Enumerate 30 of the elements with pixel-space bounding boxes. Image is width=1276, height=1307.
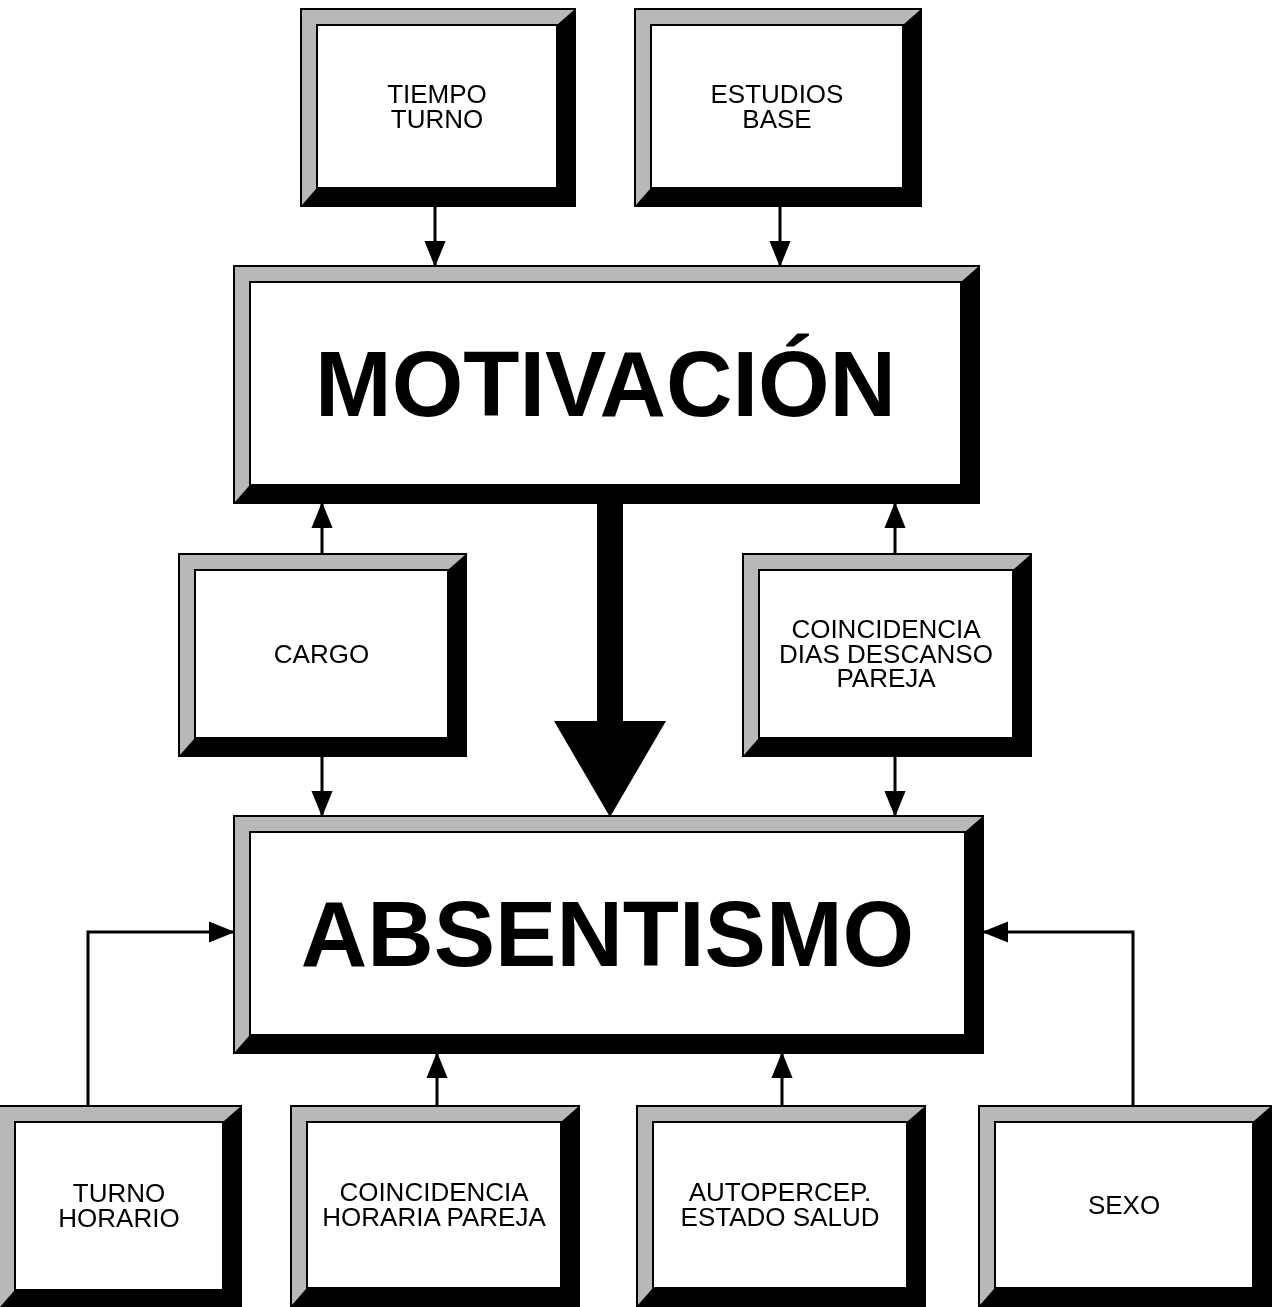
box-label: ESTUDIOS BASE [709, 81, 845, 132]
process-box [636, 10, 920, 205]
process-box [180, 555, 465, 755]
arrow [311, 502, 333, 555]
arrow [884, 502, 906, 555]
box-label: COINCIDENCIA DIAS DESCANSO PAREJA [778, 616, 994, 692]
arrow [86, 921, 235, 1107]
process-box [292, 1107, 578, 1305]
process-box [235, 267, 978, 502]
box-label: SEXO [1086, 1192, 1162, 1218]
arrow [426, 1052, 448, 1107]
process-box [0, 1107, 240, 1307]
box-label: TURNO HORARIO [57, 1181, 181, 1231]
process-box [744, 555, 1030, 755]
process-box [638, 1107, 924, 1305]
process-box [235, 817, 982, 1052]
box-label: ABSENTISMO [299, 887, 916, 980]
arrow [424, 205, 446, 267]
box-label: COINCIDENCIA HORARIA PAREJA [321, 1180, 547, 1230]
process-box [980, 1107, 1270, 1305]
box-label: CARGO [272, 641, 371, 667]
box-label: TIEMPO TURNO [386, 81, 488, 132]
box-label: AUTOPERCEP. ESTADO SALUD [679, 1180, 881, 1230]
arrow [311, 755, 333, 817]
arrow [884, 755, 906, 817]
process-box [302, 10, 574, 205]
arrow [982, 921, 1135, 1107]
arrow [771, 1052, 793, 1107]
thick-arrow [554, 502, 666, 817]
arrow [769, 205, 791, 267]
